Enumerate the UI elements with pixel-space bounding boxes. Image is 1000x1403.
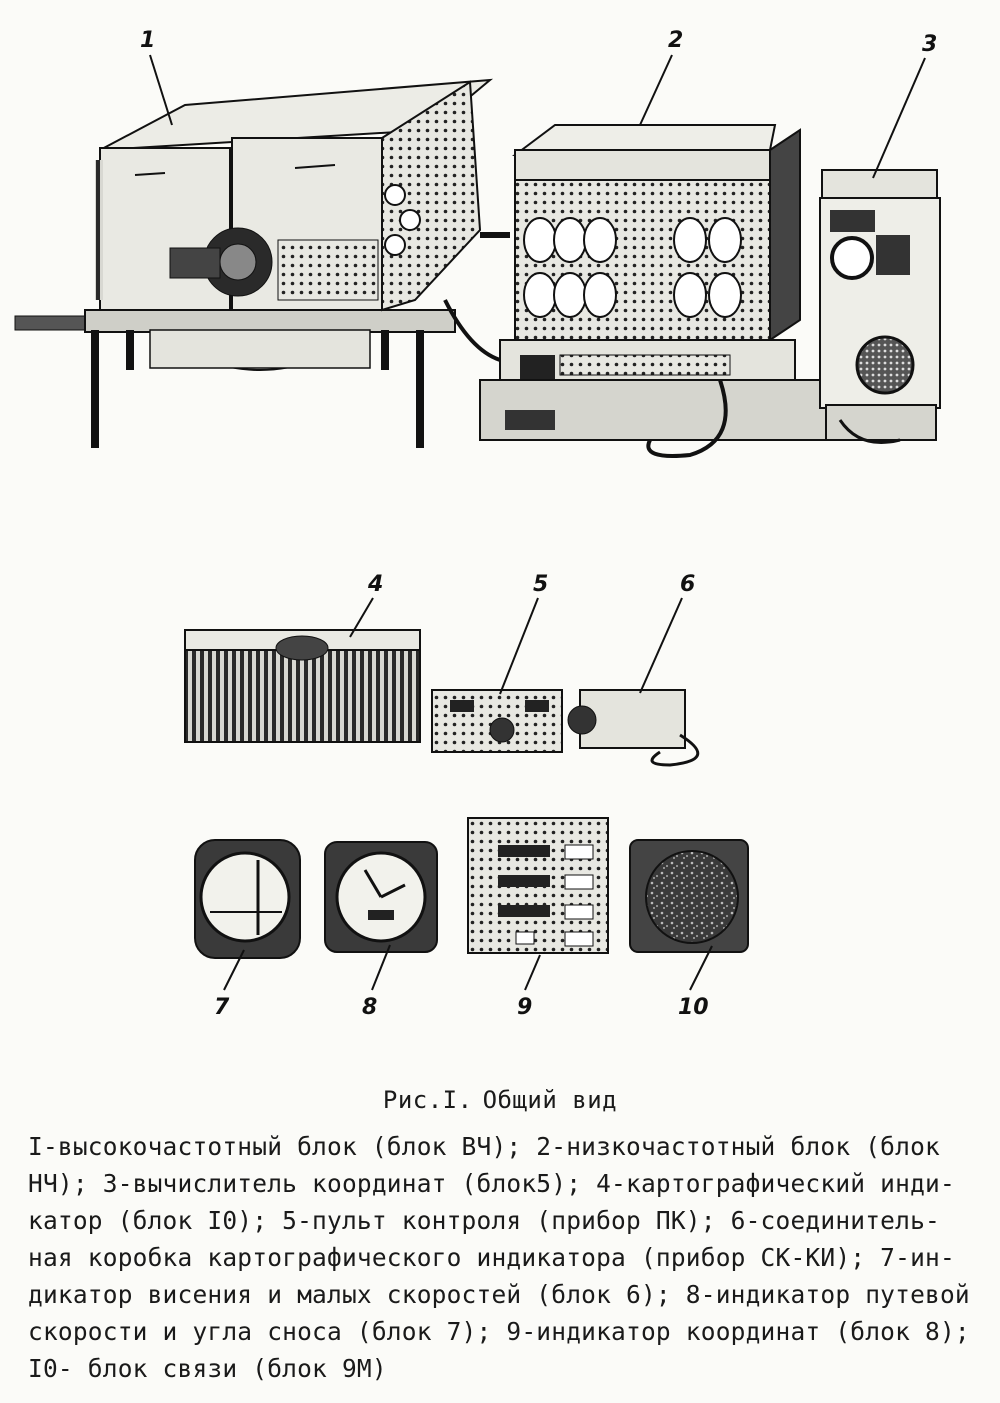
label-6: 6	[680, 572, 696, 597]
label-9: 9	[517, 995, 533, 1020]
unit-2-lf-block	[479, 124, 841, 458]
label-5: 5	[533, 572, 549, 597]
leader-lines	[149, 54, 926, 991]
label-3: 3	[922, 32, 938, 57]
legend-line: I-высокочастотный блок (блок ВЧ); 2-низк…	[28, 1132, 940, 1161]
legend-line: ная коробка картографического индикатора…	[28, 1243, 955, 1272]
unit-9-coordinate-indicator	[467, 817, 609, 954]
caption-number: Рис.I.	[382, 1086, 473, 1114]
label-1: 1	[140, 28, 156, 53]
legend-line: I0- блок связи (блок 9М)	[28, 1354, 387, 1383]
figure-legend: I-высокочастотный блок (блок ВЧ); 2-низк…	[28, 1128, 976, 1387]
unit-8-groundspeed-indicator	[324, 841, 438, 953]
legend-line: дикатор висения и малых скоростей (блок …	[28, 1280, 970, 1309]
legend-line: скорости и угла сноса (блок 7); 9-индика…	[28, 1317, 970, 1346]
equipment-figure	[14, 54, 941, 991]
label-8: 8	[362, 995, 378, 1020]
caption-title: Общий вид	[482, 1086, 618, 1114]
figure-caption: Рис.I. Общий вид	[0, 1086, 1000, 1114]
unit-5-control-panel	[431, 689, 563, 753]
unit-1-hf-block	[14, 78, 510, 448]
label-10: 10	[678, 995, 709, 1020]
label-2: 2	[668, 28, 684, 53]
unit-10-communication-block	[629, 839, 749, 953]
unit-3-coordinate-computer	[819, 169, 941, 444]
label-7: 7	[214, 995, 230, 1020]
legend-line: катор (блок I0); 5-пульт контроля (прибо…	[28, 1206, 940, 1235]
unit-4-map-indicator	[184, 629, 421, 743]
label-4: 4	[368, 572, 384, 597]
legend-line: НЧ); 3-вычислитель координат (блок5); 4-…	[28, 1169, 955, 1198]
unit-7-hover-indicator	[194, 839, 301, 959]
unit-6-junction-box	[567, 689, 700, 767]
